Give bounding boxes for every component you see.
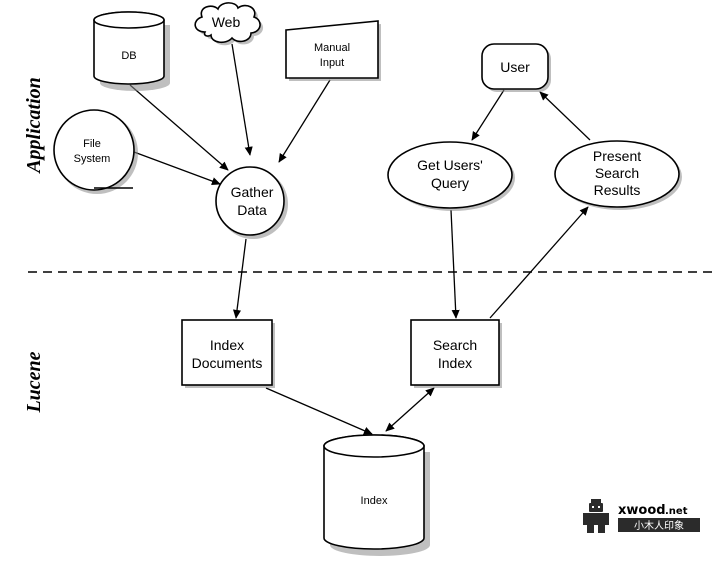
node-gather-data-line-1: Gather <box>231 184 274 200</box>
node-search-index-line-2: Index <box>438 355 472 371</box>
node-gather-data: Gather Data <box>215 166 288 239</box>
node-present-search-results: Present Search Results <box>554 140 682 210</box>
edge-present-user <box>539 91 591 141</box>
node-index-label: Index <box>361 495 388 507</box>
edge-filesystem-gather <box>133 151 221 185</box>
watermark-subtitle: 小木人印象 <box>634 520 684 532</box>
edge-web-gather <box>231 43 253 156</box>
section-label-lucene: Lucene <box>23 351 45 413</box>
node-user-label: User <box>500 59 530 75</box>
node-web-label: Web <box>212 14 241 30</box>
node-get-users-query-line-2: Query <box>431 175 469 191</box>
node-index-documents: Index Documents <box>181 319 275 388</box>
node-manual-input-line-1: Manual <box>314 42 350 54</box>
node-db: DB <box>93 11 170 91</box>
node-search-index-line-1: Search <box>433 337 477 353</box>
node-web: Web <box>194 2 264 46</box>
edge-index-searchindex <box>385 387 435 432</box>
edge-gather-indexdocs <box>232 238 247 319</box>
node-index: Index <box>323 434 430 556</box>
edge-user-getquery <box>471 89 505 141</box>
node-search-index: Search Index <box>410 319 502 388</box>
robot-icon <box>583 499 609 533</box>
node-user: User <box>481 43 551 92</box>
node-db-label: DB <box>121 50 136 62</box>
watermark-brand: xwood <box>618 503 666 518</box>
node-index-documents-line-1: Index <box>210 337 244 353</box>
edge-manual-gather <box>278 79 331 163</box>
node-manual-input-line-2: Input <box>320 57 344 69</box>
edges <box>129 43 591 435</box>
edge-db-gather <box>129 84 229 171</box>
edge-indexdocs-index <box>265 387 373 435</box>
node-gather-data-line-2: Data <box>237 202 267 218</box>
node-file-system-line-1: File <box>83 138 101 150</box>
section-label-application: Application <box>23 77 45 175</box>
node-index-documents-line-2: Documents <box>192 355 263 371</box>
node-present-search-results-line-1: Present <box>593 148 641 164</box>
node-file-system: File System <box>53 109 138 194</box>
node-get-users-query: Get Users' Query <box>387 141 515 211</box>
watermark: xwood .net 小木人印象 <box>583 499 700 533</box>
node-present-search-results-line-3: Results <box>594 182 641 198</box>
watermark-tld: .net <box>665 506 688 517</box>
node-file-system-line-2: System <box>74 153 111 165</box>
edge-searchindex-present <box>489 206 589 319</box>
node-present-search-results-line-2: Search <box>595 165 639 181</box>
node-manual-input: Manual Input <box>285 20 381 81</box>
node-get-users-query-line-1: Get Users' <box>417 157 483 173</box>
edge-getquery-searchindex <box>450 209 460 319</box>
